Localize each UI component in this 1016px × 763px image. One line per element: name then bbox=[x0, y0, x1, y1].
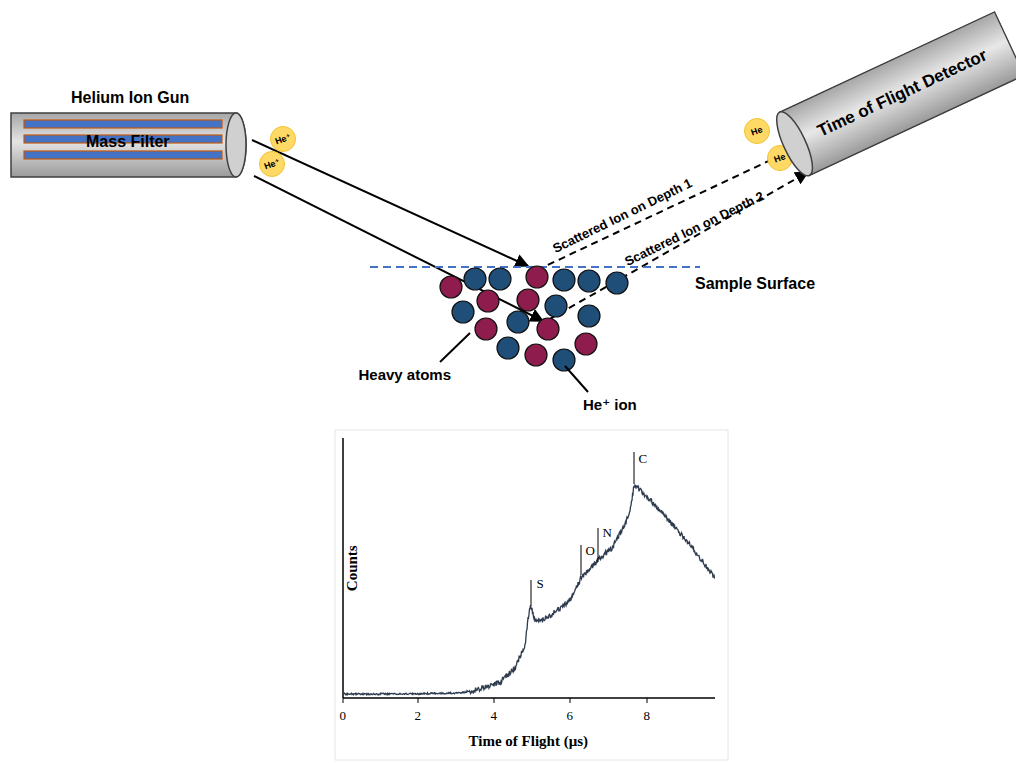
peak-label: O bbox=[586, 544, 595, 558]
atom bbox=[545, 295, 567, 317]
atom bbox=[526, 266, 548, 288]
atom bbox=[606, 272, 628, 294]
ion-label: He⁺ bbox=[274, 132, 293, 147]
filter-bar bbox=[24, 151, 222, 159]
y-axis bbox=[342, 438, 344, 698]
peak-marker bbox=[598, 528, 599, 562]
atom bbox=[475, 318, 497, 340]
ion-gun: Helium Ion GunMass Filter bbox=[10, 112, 250, 178]
peak-marker bbox=[581, 545, 582, 575]
atom bbox=[525, 344, 547, 366]
gun-part-label: Mass Filter bbox=[86, 133, 170, 151]
axis-title: Counts bbox=[344, 545, 361, 591]
tick-label: 4 bbox=[491, 709, 498, 723]
leader-line bbox=[440, 333, 470, 362]
ion-label: He⁺ bbox=[263, 157, 282, 172]
part-label: He⁺ ion bbox=[583, 397, 637, 414]
filter-bar bbox=[24, 120, 222, 128]
atom bbox=[489, 268, 511, 290]
atom bbox=[477, 290, 499, 312]
atom bbox=[440, 276, 462, 298]
atom-lattice bbox=[440, 266, 628, 371]
atom bbox=[537, 318, 559, 340]
peak-label: S bbox=[537, 577, 544, 591]
peak-label: N bbox=[603, 526, 612, 540]
atom bbox=[497, 337, 519, 359]
tick bbox=[570, 698, 571, 703]
chart-frame bbox=[335, 430, 728, 760]
tick bbox=[494, 698, 495, 703]
ion-path bbox=[252, 140, 528, 266]
part-label: Heavy atoms bbox=[359, 367, 452, 384]
ion-label: He bbox=[750, 124, 764, 137]
scatter-path bbox=[548, 172, 808, 320]
ion-ball: He⁺ bbox=[270, 126, 296, 152]
tick bbox=[418, 698, 419, 703]
leader-line bbox=[565, 366, 588, 392]
tick-label: 0 bbox=[340, 709, 347, 723]
x-axis bbox=[343, 697, 715, 699]
ion-ball: He bbox=[744, 118, 770, 144]
axis-title: Time of Flight (μs) bbox=[469, 733, 588, 750]
axis-ticks bbox=[343, 698, 647, 703]
ion-ball: He⁺ bbox=[259, 151, 285, 177]
atom bbox=[452, 301, 474, 323]
ion-path bbox=[254, 176, 543, 321]
scatter-path bbox=[537, 150, 792, 270]
peak-marker bbox=[531, 580, 532, 606]
peak-label: C bbox=[639, 452, 648, 466]
tick-label: 8 bbox=[644, 709, 651, 723]
ion-label: He bbox=[773, 151, 787, 164]
atom bbox=[578, 305, 600, 327]
atom bbox=[553, 269, 575, 291]
tof-detector: Time of Flight Detector bbox=[768, 11, 1016, 182]
tick bbox=[343, 698, 344, 703]
surface-label: Sample Surface bbox=[695, 275, 815, 293]
atom bbox=[464, 268, 486, 290]
tick-label: 2 bbox=[415, 709, 422, 723]
tick bbox=[647, 698, 648, 703]
atom bbox=[553, 349, 575, 371]
atom bbox=[575, 333, 597, 355]
gun-title: Helium Ion Gun bbox=[71, 89, 189, 107]
atom bbox=[507, 311, 529, 333]
tof-spectrum bbox=[344, 485, 715, 695]
atom bbox=[578, 270, 600, 292]
peak-marker bbox=[634, 452, 635, 484]
atom bbox=[517, 289, 539, 311]
tick-label: 6 bbox=[567, 709, 574, 723]
